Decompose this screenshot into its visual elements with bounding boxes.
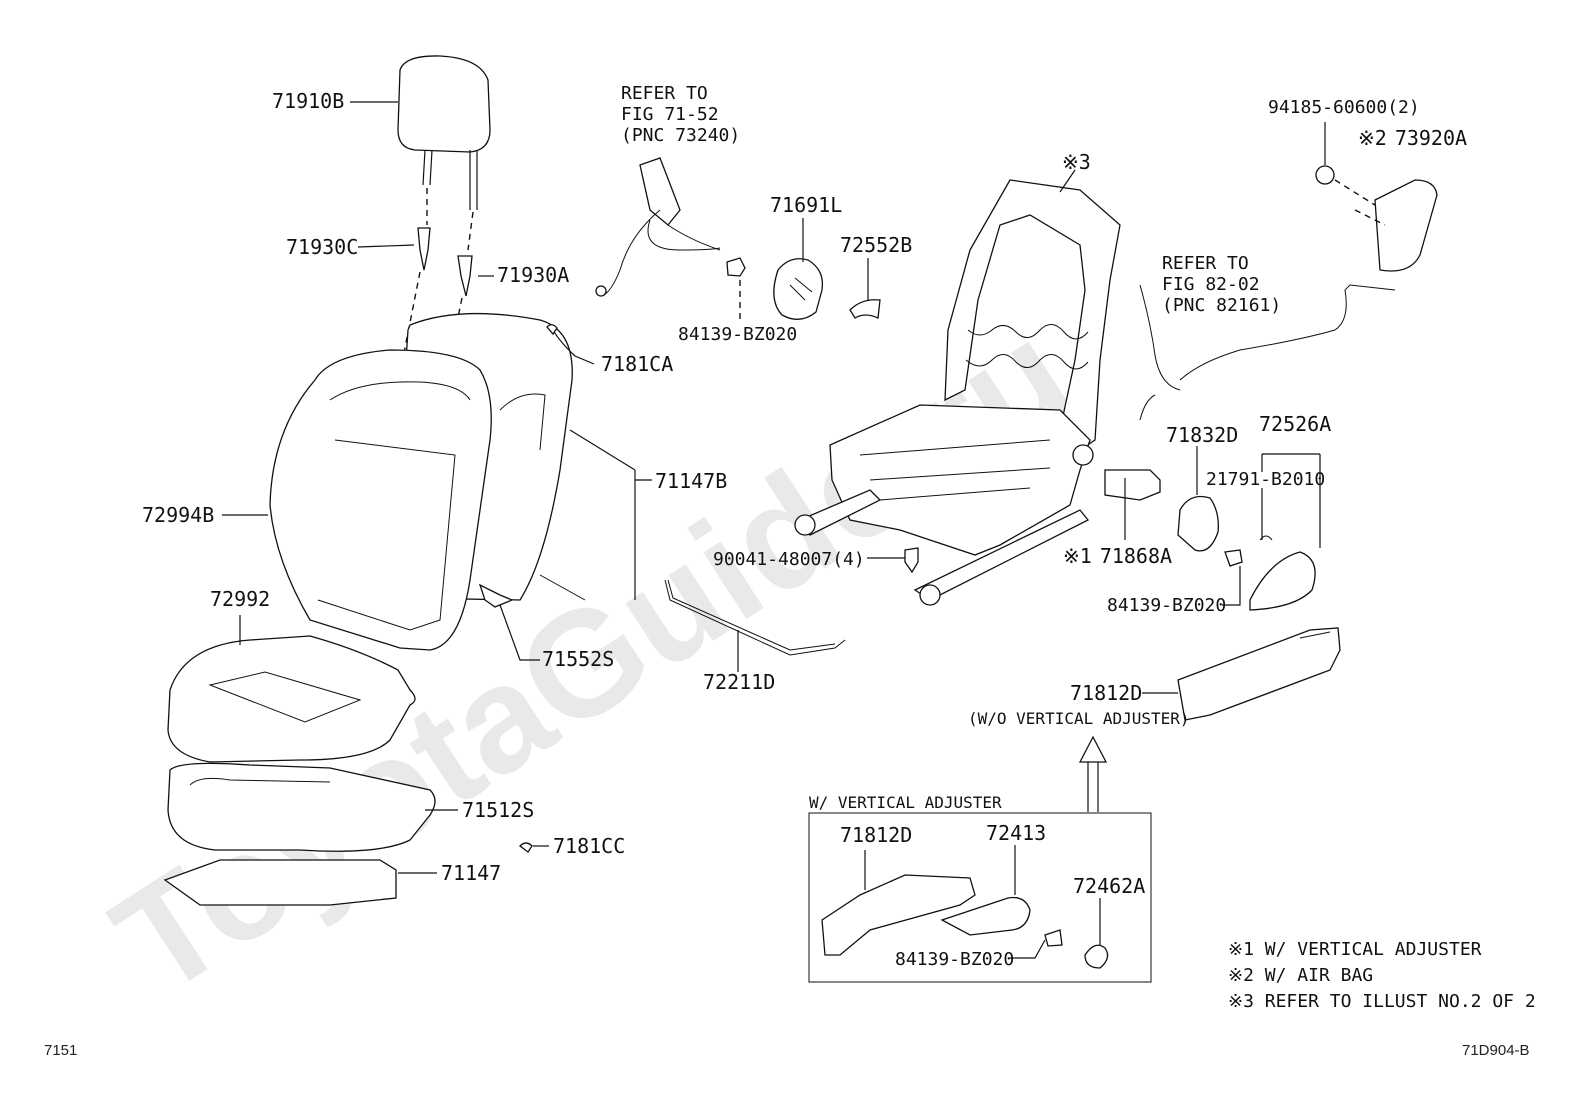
side-cover-illustration xyxy=(726,257,881,320)
seatback-cover-illustration xyxy=(269,312,586,651)
frame-side-parts-illustration xyxy=(1104,165,1438,611)
label-72462A[interactable]: 72462A xyxy=(1073,874,1145,898)
label-71832D[interactable]: 71832D xyxy=(1166,423,1238,447)
seatbelt-buckle-illustration xyxy=(595,157,721,297)
label-73920A-number: 73920A xyxy=(1395,126,1467,150)
label-71868A-number: 71868A xyxy=(1100,544,1172,568)
label-71147B[interactable]: 71147B xyxy=(655,469,727,493)
label-94185-60600[interactable]: 94185-60600(2) xyxy=(1268,97,1420,118)
label-21791-B2010[interactable]: 21791-B2010 xyxy=(1206,469,1325,490)
label-71812D-box[interactable]: 71812D xyxy=(840,823,912,847)
legend-item-3: ※3 REFER TO ILLUST NO.2 OF 2 xyxy=(1228,991,1536,1012)
label-73920A[interactable]: ※2 73920A xyxy=(1358,126,1467,150)
refer-note-seatbelt: REFER TO FIG 71-52 (PNC 73240) xyxy=(621,83,740,146)
seat-cushion-illustration xyxy=(163,635,533,906)
label-72552B[interactable]: 72552B xyxy=(840,233,912,257)
side-shield-illustration xyxy=(1177,627,1341,721)
legend-item-1: ※1 W/ VERTICAL ADJUSTER xyxy=(1228,939,1482,960)
label-71512S[interactable]: 71512S xyxy=(462,798,534,822)
label-71868A[interactable]: ※1 71868A xyxy=(1063,544,1172,568)
ref1-line3[interactable]: (PNC 73240) xyxy=(621,125,740,146)
label-71147[interactable]: 71147 xyxy=(441,861,501,885)
label-72992[interactable]: 72992 xyxy=(210,587,270,611)
refer-note-airbag: REFER TO FIG 82-02 (PNC 82161) xyxy=(1162,253,1281,316)
footer-page-code: 7151 xyxy=(44,1042,77,1059)
ref2-line2[interactable]: FIG 82-02 xyxy=(1162,274,1260,295)
label-71691L[interactable]: 71691L xyxy=(770,193,842,217)
legend-item-2: ※2 W/ AIR BAG xyxy=(1228,965,1373,986)
label-71812D-note: (W/O VERTICAL ADJUSTER) xyxy=(968,709,1190,728)
label-71552S[interactable]: 71552S xyxy=(542,647,614,671)
label-71930A[interactable]: 71930A xyxy=(497,263,569,287)
seat-frame-illustration xyxy=(794,179,1121,606)
label-71910B[interactable]: 71910B xyxy=(272,89,344,113)
label-7181CA[interactable]: 7181CA xyxy=(601,352,673,376)
label-71812D[interactable]: 71812D xyxy=(1070,681,1142,705)
ref2-line1: REFER TO xyxy=(1162,253,1249,274)
vertical-adjuster-box xyxy=(808,812,1152,983)
ref2-line3[interactable]: (PNC 82161) xyxy=(1162,295,1281,316)
ref1-line2[interactable]: FIG 71-52 xyxy=(621,104,719,125)
footer-illustration-code: 71D904-B xyxy=(1462,1042,1530,1059)
footnote-legend: ※1 W/ VERTICAL ADJUSTER ※2 W/ AIR BAG ※3… xyxy=(1228,939,1536,1012)
label-71930C[interactable]: 71930C xyxy=(286,235,358,259)
label-84139-BZ020-a[interactable]: 84139-BZ020 xyxy=(678,324,797,345)
headrest-illustration xyxy=(397,55,491,391)
label-72994B[interactable]: 72994B xyxy=(142,503,214,527)
ref1-line1: REFER TO xyxy=(621,83,708,104)
seat-rod-illustration xyxy=(664,579,846,656)
label-84139-BZ020-c[interactable]: 84139-BZ020 xyxy=(895,949,1014,970)
label-72211D[interactable]: 72211D xyxy=(703,670,775,694)
label-72526A[interactable]: 72526A xyxy=(1259,412,1331,436)
mark-1: ※1 xyxy=(1063,544,1092,568)
label-84139-BZ020-b[interactable]: 84139-BZ020 xyxy=(1107,595,1226,616)
label-7181CC[interactable]: 7181CC xyxy=(553,834,625,858)
vertical-adjuster-parts-illustration xyxy=(821,874,1109,969)
part-labels: 71910B 71930C 71930A 7181CA 71147B 72994… xyxy=(142,89,1467,970)
frame-mark-3: ※3 xyxy=(1062,150,1091,174)
box-title: W/ VERTICAL ADJUSTER xyxy=(809,793,1002,812)
label-90041-48007[interactable]: 90041-48007(4) xyxy=(713,549,865,570)
mark-2: ※2 xyxy=(1358,126,1387,150)
label-72413[interactable]: 72413 xyxy=(986,821,1046,845)
